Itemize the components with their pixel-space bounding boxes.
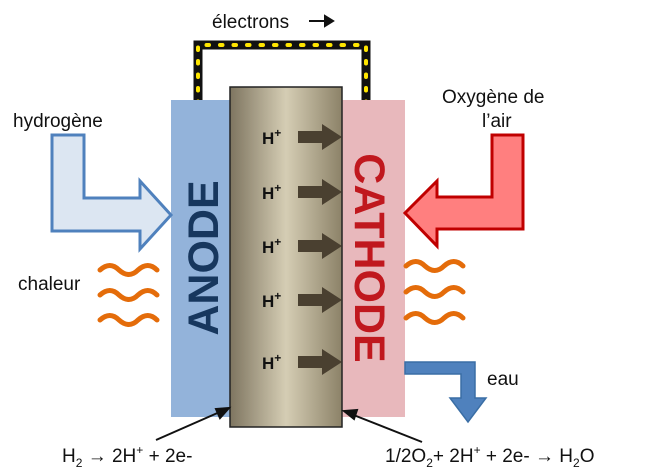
heat-waves-left [97,263,160,327]
heat-waves-right [403,259,466,325]
proton-arrow [298,124,342,150]
equation-pointers [155,406,423,443]
heat-label: chaleur [18,274,81,295]
proton-label: H+ [262,181,281,203]
electron-direction-arrow [309,14,335,28]
hydrogen-inlet-arrow [50,133,174,253]
proton-label: H+ [262,235,281,257]
cathode-equation: 1/2O2+ 2H+ + 2e- → H2O [385,443,594,470]
oxygen-inlet-arrow [402,133,525,250]
hydrogen-label: hydrogène [13,111,103,132]
cathode-plate [341,100,405,417]
electrons-label: électrons [212,12,289,33]
proton-arrow [298,287,342,313]
anode-plate [171,100,231,417]
anode-equation: H2 → 2H+ + 2e- [62,443,192,470]
proton-flow: H+ H+ H+ H+ H+ [262,124,342,375]
proton-arrow [298,233,342,259]
water-outlet-arrow [404,361,488,424]
proton-label: H+ [262,351,281,373]
water-label: eau [487,369,519,390]
proton-label: H+ [262,289,281,311]
proton-arrow [298,179,342,205]
electron-wire [193,40,371,106]
oxygen-label-line1: Oxygène de [442,87,544,108]
proton-arrow [298,349,342,375]
cathode-label: CATHODE [345,153,393,362]
oxygen-label-line2: l’air [482,111,512,132]
anode-label: ANODE [180,180,228,335]
proton-label: H+ [262,126,281,148]
